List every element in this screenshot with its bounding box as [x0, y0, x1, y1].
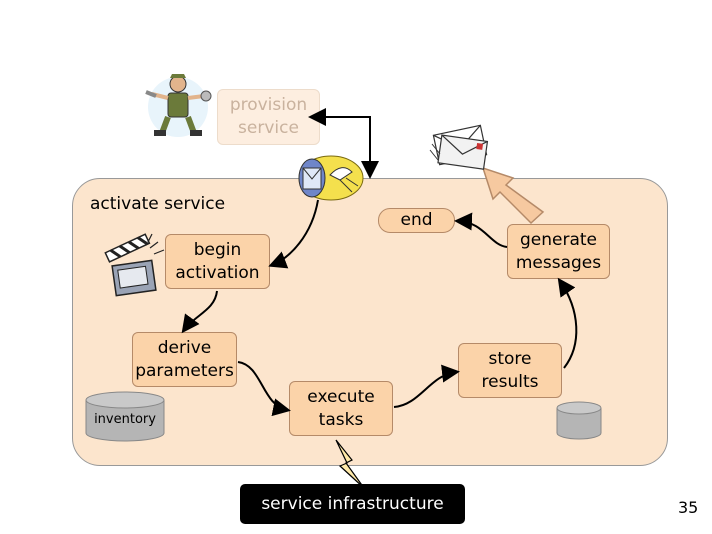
service-infrastructure-bar[interactable]: service infrastructure	[240, 484, 465, 524]
inventory-label: inventory	[94, 412, 156, 427]
lightning-bolt-icon	[335, 439, 365, 489]
arrow-derive-to-execute	[237, 361, 291, 417]
execute-tasks-node[interactable]: execute tasks	[289, 381, 393, 436]
arrow-begin-to-derive	[181, 290, 218, 334]
arrow-execute-to-store	[393, 364, 460, 408]
mechanic-clipart	[145, 74, 212, 137]
mail-letters-icon	[429, 124, 489, 170]
provision-service-node[interactable]: provision service	[217, 89, 320, 145]
big-arrow-to-mail	[481, 166, 545, 225]
arrow-generate-to-end	[454, 212, 508, 248]
page-number: 35	[678, 498, 699, 517]
inventory-database-icon	[85, 391, 165, 442]
clapperboard-icon	[104, 233, 165, 297]
arrow-store-to-generate	[557, 277, 578, 369]
results-database-icon	[556, 401, 602, 440]
generate-messages-node[interactable]: generate messages	[507, 224, 610, 279]
end-node[interactable]: end	[378, 208, 455, 233]
envelope-bird-clipart	[298, 155, 364, 201]
provision-link-arrow	[308, 108, 379, 179]
arrow-envelope-to-begin	[268, 199, 319, 269]
begin-activation-node[interactable]: begin activation	[165, 234, 270, 289]
activate-service-label: activate service	[90, 194, 226, 214]
